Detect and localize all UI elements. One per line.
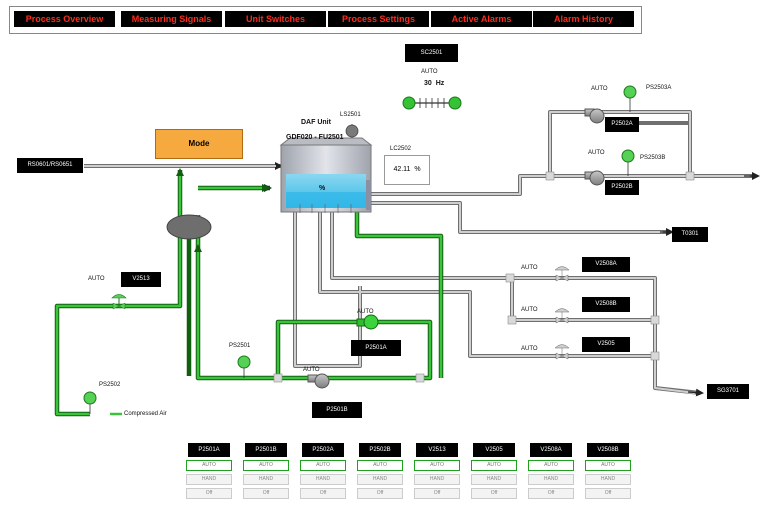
auto-option[interactable]: AUTO [585,460,631,471]
ps2503b-label: PS2503B [640,155,666,161]
nav-measuring-signals[interactable]: Measuring Signals [121,11,222,27]
ps2503a-label: PS2503A [646,85,672,91]
daf-unit-title: DAF Unit [301,119,331,126]
ps2502-label: PS2502 [99,382,121,388]
lc2502-label: LC2502 [390,146,412,152]
v2505-tag[interactable]: V2505 [582,337,630,352]
switch-panel-v2513: V2513 AUTO HAND Off [414,443,460,499]
auto-option[interactable]: AUTO [243,460,289,471]
auto-option[interactable]: AUTO [357,460,403,471]
daf-unit-subtitle: GDF020 - FU2501 [286,134,344,141]
p2501a-mode-label: AUTO [357,309,374,315]
daf-tank [279,137,373,213]
hand-option[interactable]: HAND [300,474,346,485]
off-option[interactable]: Off [186,488,232,499]
switch-panel-tag: P2502B [359,443,401,457]
p2501b-tag[interactable]: P2501B [312,402,362,418]
v2505-mode-label: AUTO [521,346,538,352]
switch-panel-tag: V2508A [530,443,572,457]
switch-panel-tag: P2501A [188,443,230,457]
air-mixer-vessel [166,214,212,240]
t0301-tag[interactable]: T0301 [672,227,708,242]
hand-option[interactable]: HAND [186,474,232,485]
switch-panel-p2501a: P2501A AUTO HAND Off [186,443,232,499]
ps2501-label: PS2501 [229,343,251,349]
hand-option[interactable]: HAND [357,474,403,485]
switch-panel-tag: V2513 [416,443,458,457]
switch-panel-v2508b: V2508B AUTO HAND Off [585,443,631,499]
mode-button[interactable]: Mode [155,129,243,159]
v2508b-tag[interactable]: V2508B [582,297,630,312]
hand-option[interactable]: HAND [243,474,289,485]
off-option[interactable]: Off [414,488,460,499]
ps2503a-indicator [623,85,637,99]
p2502a-pump [584,108,605,124]
auto-option[interactable]: AUTO [414,460,460,471]
nav-alarm-history[interactable]: Alarm History [533,11,634,27]
off-option[interactable]: Off [300,488,346,499]
nav-unit-switches[interactable]: Unit Switches [225,11,326,27]
nav-process-overview[interactable]: Process Overview [14,11,115,27]
p2502a-tag[interactable]: P2502A [605,117,639,132]
ps2501-indicator [237,355,251,369]
p2502b-tag[interactable]: P2502B [605,180,639,195]
sc2501-mode-label: AUTO [421,69,438,75]
sc2501-speed-indicator [402,96,462,110]
ps2503b-indicator [621,149,635,163]
auto-option[interactable]: AUTO [300,460,346,471]
p2502b-mode-label: AUTO [588,150,605,156]
hand-option[interactable]: HAND [528,474,574,485]
hand-option[interactable]: HAND [585,474,631,485]
p2502b-pump [584,170,605,186]
nav-active-alarms[interactable]: Active Alarms [431,11,532,27]
p2501b-mode-label: AUTO [303,367,320,373]
compressed-air-label: Compressed Air [124,411,167,417]
switch-panel-v2508a: V2508A AUTO HAND Off [528,443,574,499]
switch-panel-tag: P2502A [302,443,344,457]
tank-level-value: % [319,185,326,192]
p2501a-tag[interactable]: P2501A [351,340,401,356]
switch-panel-tag: V2508B [587,443,629,457]
auto-option[interactable]: AUTO [528,460,574,471]
off-option[interactable]: Off [357,488,403,499]
off-option[interactable]: Off [471,488,517,499]
sg3701-tag[interactable]: SG3701 [707,384,749,399]
hand-option[interactable]: HAND [471,474,517,485]
ps2502-indicator [83,391,97,405]
sc2501-tag[interactable]: SC2501 [405,44,458,62]
ls2501-label: LS2501 [340,112,361,118]
auto-option[interactable]: AUTO [471,460,517,471]
v2513-valve [111,294,127,310]
hand-option[interactable]: HAND [414,474,460,485]
v2508a-mode-label: AUTO [521,265,538,271]
auto-option[interactable]: AUTO [186,460,232,471]
ls2501-level-switch [345,124,359,138]
p2501b-pump [307,373,330,389]
pressure-switches [83,85,637,414]
switch-panel-p2502b: P2502B AUTO HAND Off [357,443,403,499]
valves [111,266,570,360]
v2513-tag[interactable]: V2513 [121,272,161,287]
switch-panel-p2502a: P2502A AUTO HAND Off [300,443,346,499]
pumps [307,108,605,389]
switch-panel-tag: V2505 [473,443,515,457]
off-option[interactable]: Off [528,488,574,499]
off-option[interactable]: Off [243,488,289,499]
p2502a-mode-label: AUTO [591,86,608,92]
p2501a-pump [356,314,379,330]
switch-panel-p2501b: P2501B AUTO HAND Off [243,443,289,499]
off-option[interactable]: Off [585,488,631,499]
v2513-mode-label: AUTO [88,276,105,282]
switch-panel-v2505: V2505 AUTO HAND Off [471,443,517,499]
navigation-bar: Process Overview Measuring Signals Unit … [9,6,642,34]
v2508a-tag[interactable]: V2508A [582,257,630,272]
nav-process-settings[interactable]: Process Settings [328,11,429,27]
lc2502-value-box[interactable]: 42.11 % [384,155,430,185]
rs0601-rs0651-tag[interactable]: RS0601/RS0651 [17,158,83,173]
v2508b-mode-label: AUTO [521,307,538,313]
switch-panel-tag: P2501B [245,443,287,457]
sc2501-value: 30 Hz [424,80,445,87]
